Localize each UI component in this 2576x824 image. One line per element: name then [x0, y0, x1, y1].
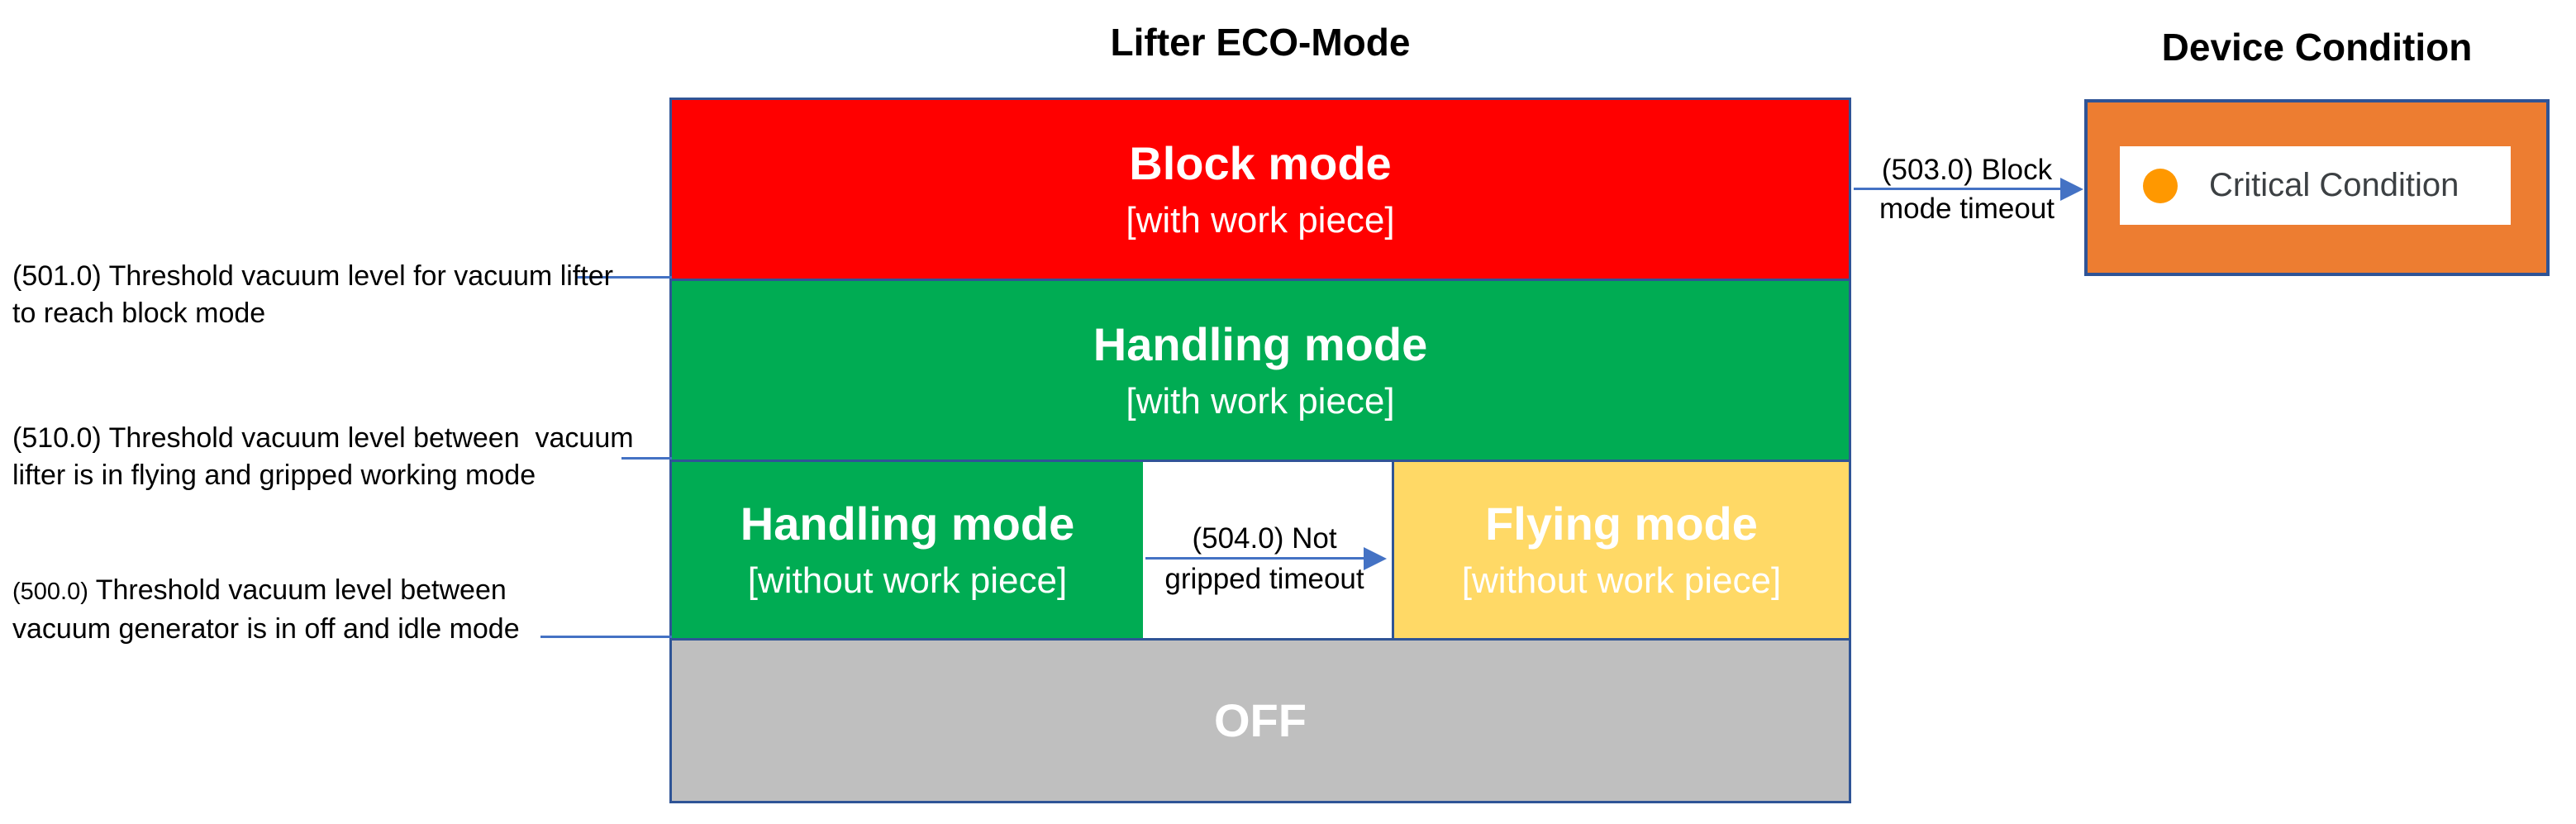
threshold-501-annotation: (501.0) Threshold vacuum level for vacuu… — [12, 258, 613, 332]
handling-mode-with-workpiece-block: Handling mode [with work piece] — [669, 279, 1851, 462]
threshold-500-leader-line — [540, 636, 672, 638]
threshold-510-leader-line — [621, 457, 672, 460]
threshold-510-code: (510.0) — [12, 422, 102, 454]
handling-with-title: Handling mode — [1093, 317, 1428, 370]
threshold-501-text-line2: to reach block mode — [12, 298, 266, 329]
block-mode-subtitle: [with work piece] — [1126, 199, 1395, 241]
threshold-500-text-line2: vacuum generator is in off and idle mode — [12, 613, 520, 645]
handling-with-subtitle: [with work piece] — [1126, 380, 1395, 422]
threshold-500-annotation: (500.0) Threshold vacuum level between va… — [12, 572, 520, 648]
flying-mode-block: Flying mode [without work piece] — [1392, 460, 1851, 641]
device-condition-title: Device Condition — [2161, 26, 2473, 69]
device-condition-box: Critical Condition — [2084, 99, 2550, 276]
block-mode-timeout-label-line1: (503.0) Block — [1881, 154, 2053, 186]
off-title: OFF — [1214, 693, 1307, 746]
block-mode-block: Block mode [with work piece] — [669, 98, 1851, 281]
not-gripped-arrowhead-icon — [1364, 547, 1387, 570]
flying-mode-subtitle: [without work piece] — [1461, 560, 1782, 602]
not-gripped-timeout-label-line1: (504.0) Not — [1192, 522, 1337, 555]
handling-without-subtitle: [without work piece] — [747, 560, 1068, 602]
threshold-500-text-line1: Threshold vacuum level between — [95, 574, 507, 606]
block-mode-timeout-arrowhead-icon — [2060, 178, 2083, 201]
block-mode-timeout-label-line2: mode timeout — [1878, 193, 2055, 225]
not-gripped-timeout-label-line2: gripped timeout — [1164, 563, 1364, 595]
threshold-501-leader-line — [576, 276, 672, 279]
handling-without-title: Handling mode — [740, 498, 1075, 550]
status-bar: Critical Condition — [2120, 146, 2511, 225]
threshold-510-annotation: (510.0) Threshold vacuum level between v… — [12, 420, 634, 494]
lifter-eco-mode-diagram: Block mode [with work piece] Handling mo… — [669, 98, 1851, 803]
threshold-510-text-line2: lifter is in flying and gripped working … — [12, 460, 536, 491]
flying-mode-title: Flying mode — [1485, 498, 1758, 550]
block-mode-title: Block mode — [1129, 136, 1392, 189]
block-mode-timeout-arrow — [1854, 188, 2065, 190]
critical-condition-dot-icon — [2143, 168, 2178, 203]
threshold-501-text-line1: Threshold vacuum level for vacuum lifter — [108, 260, 613, 292]
threshold-501-code: (501.0) — [12, 260, 102, 292]
threshold-510-text-line1: Threshold vacuum level between vacuum — [108, 422, 634, 454]
off-block: OFF — [669, 638, 1851, 803]
critical-condition-label: Critical Condition — [2209, 167, 2459, 203]
not-gripped-arrow — [1145, 557, 1369, 560]
page-title: Lifter ECO-Mode — [1110, 21, 1411, 64]
threshold-500-code: (500.0) — [12, 579, 88, 605]
handling-mode-without-workpiece-block: Handling mode [without work piece] — [669, 460, 1145, 641]
not-gripped-transition-gap — [1143, 460, 1394, 641]
